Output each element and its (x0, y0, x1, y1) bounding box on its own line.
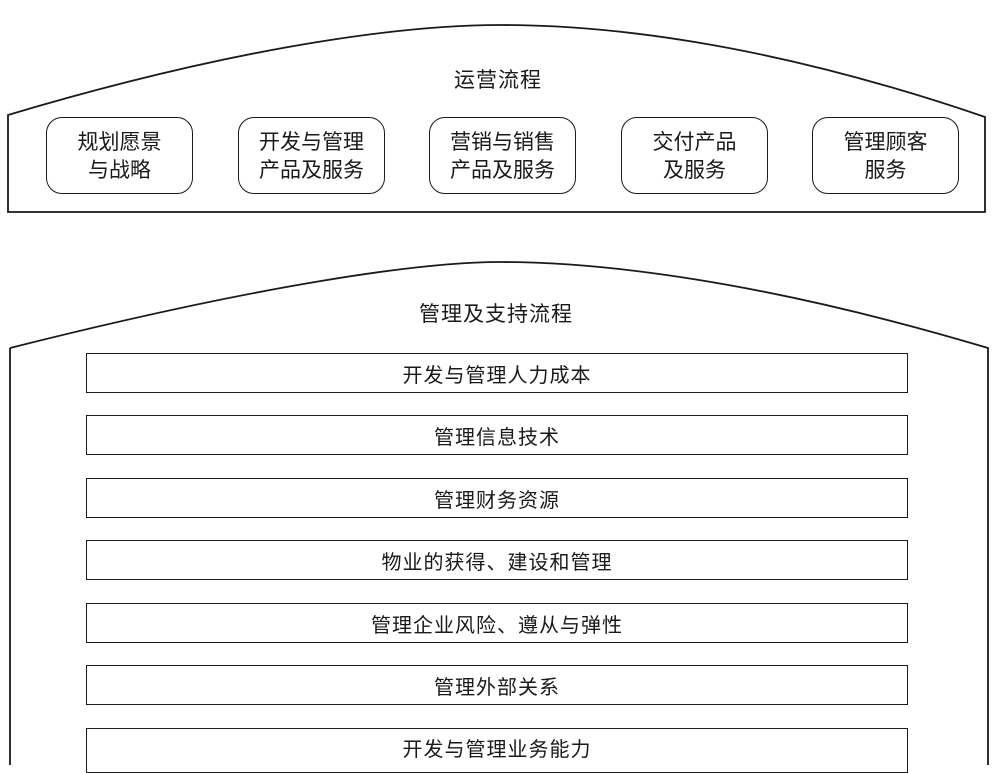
bar-label: 开发与管理业务能力 (402, 737, 592, 761)
process-box-plan-vision-strategy: 规划愿景 与战略 (46, 117, 193, 194)
process-box-market-sell-products: 营销与销售 产品及服务 (429, 117, 576, 194)
management-support-container (9, 261, 989, 765)
support-bar-enterprise-risk: 管理企业风险、遵从与弹性 (86, 603, 908, 643)
bar-label: 管理外部关系 (434, 674, 560, 699)
box-line-2: 与战略 (88, 157, 151, 182)
box-line-1: 规划愿景 (77, 129, 162, 154)
box-line-1: 交付产品 (652, 129, 737, 154)
box-line-2: 服务 (864, 157, 907, 182)
management-support-title: 管理及支持流程 (419, 302, 573, 326)
bar-label: 管理企业风险、遵从与弹性 (371, 612, 623, 637)
operating-process-title: 运营流程 (454, 68, 542, 92)
box-line-1: 营销与销售 (450, 129, 555, 154)
support-bar-property: 物业的获得、建设和管理 (86, 540, 908, 580)
box-line-2: 产品及服务 (450, 157, 555, 182)
box-line-1: 管理顾客 (843, 129, 928, 154)
process-box-develop-manage-products: 开发与管理 产品及服务 (238, 117, 385, 194)
box-line-2: 及服务 (663, 157, 726, 182)
support-bar-information-technology: 管理信息技术 (86, 415, 908, 455)
process-box-manage-customer-service: 管理顾客 服务 (812, 117, 959, 194)
support-bar-human-capital: 开发与管理人力成本 (86, 353, 908, 393)
box-line-1: 开发与管理 (259, 129, 364, 154)
bar-label: 管理信息技术 (434, 424, 560, 449)
operating-process-container (7, 24, 986, 213)
bar-label: 管理财务资源 (434, 487, 560, 512)
support-bar-external-relations: 管理外部关系 (86, 665, 908, 705)
process-box-deliver-products: 交付产品 及服务 (621, 117, 768, 194)
bar-label: 开发与管理人力成本 (402, 362, 592, 387)
bar-label: 物业的获得、建设和管理 (381, 549, 613, 574)
support-bar-business-capabilities: 开发与管理业务能力 (86, 728, 908, 773)
box-line-2: 产品及服务 (259, 157, 364, 182)
support-bar-financial-resources: 管理财务资源 (86, 478, 908, 518)
